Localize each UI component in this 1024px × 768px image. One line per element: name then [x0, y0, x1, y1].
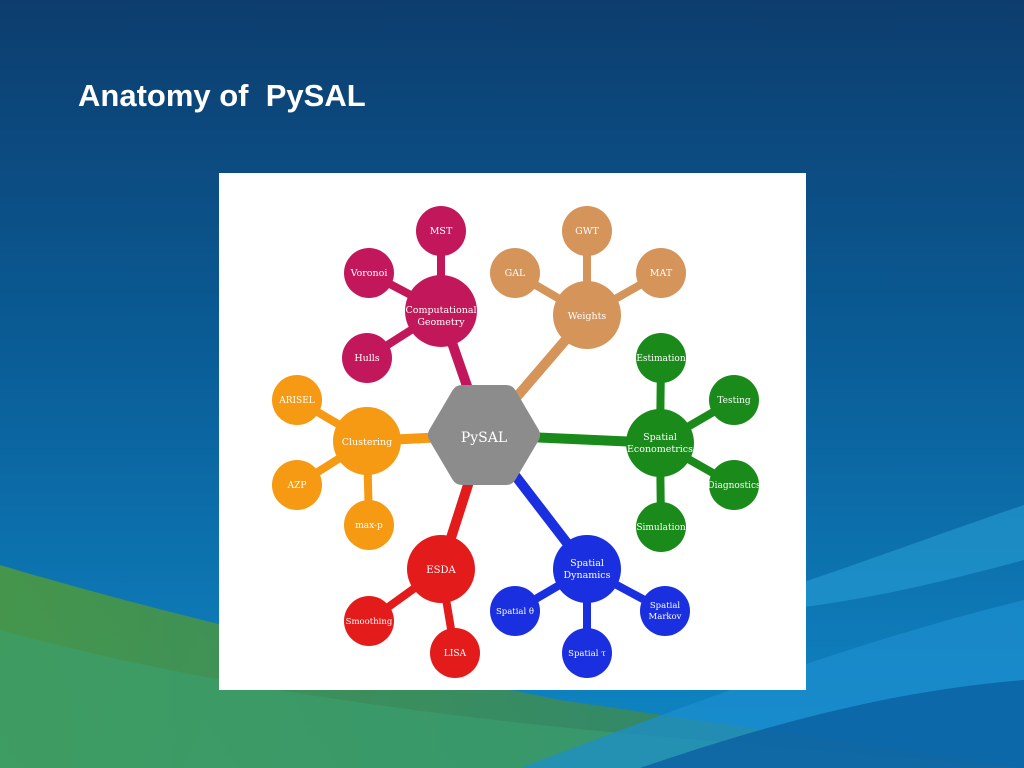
node-mat: MAT — [636, 248, 686, 298]
node-clustering-label: Clustering — [342, 437, 393, 448]
node-simulation-label: Simulation — [636, 523, 686, 533]
node-gwt-label: GWT — [575, 226, 599, 237]
node-computational-geometry-label-line2: Geometry — [417, 317, 465, 328]
node-weights: Weights — [553, 281, 621, 349]
node-esda: ESDA — [407, 535, 475, 603]
node-hulls-label: Hulls — [354, 353, 379, 364]
node-azp-label: AZP — [287, 481, 307, 491]
slide-title: Anatomy of PySAL — [78, 78, 366, 113]
node-mat-label: MAT — [650, 268, 673, 279]
node-spatial-theta-label: Spatial θ — [496, 607, 534, 617]
node-pysal: PySAL — [428, 385, 540, 485]
node-spatial-econometrics: Spatial Econometrics — [626, 409, 694, 477]
node-testing-label: Testing — [717, 396, 751, 406]
node-mst-label: MST — [430, 226, 453, 237]
node-clustering: Clustering — [333, 407, 401, 475]
node-smoothing: Smoothing — [344, 596, 394, 646]
node-esda-label: ESDA — [426, 565, 456, 576]
node-gal: GAL — [490, 248, 540, 298]
node-lisa-label: LISA — [444, 649, 467, 659]
node-spatial-dynamics-label-line1: Spatial — [570, 558, 604, 569]
node-spatial-markov-label-line2: Markov — [649, 612, 682, 622]
node-hulls: Hulls — [342, 333, 392, 383]
node-testing: Testing — [709, 375, 759, 425]
node-mst: MST — [416, 206, 466, 256]
node-lisa: LISA — [430, 628, 480, 678]
node-spatial-dynamics: Spatial Dynamics — [553, 535, 621, 603]
node-arisel-label: ARISEL — [278, 396, 315, 406]
node-spatial-econometrics-label-line1: Spatial — [643, 432, 677, 443]
node-spatial-dynamics-label-line2: Dynamics — [563, 570, 610, 581]
node-simulation: Simulation — [636, 502, 686, 552]
node-spatial-tau: Spatial τ — [562, 628, 612, 678]
node-spatial-theta: Spatial θ — [490, 586, 540, 636]
pysal-diagram: PySAL Computational Geometry MST Voronoi… — [219, 173, 806, 690]
node-smoothing-label: Smoothing — [346, 617, 393, 627]
node-arisel: ARISEL — [272, 375, 322, 425]
node-spatial-markov: Spatial Markov — [640, 586, 690, 636]
node-max-p-label: max-p — [355, 521, 383, 531]
node-gwt: GWT — [562, 206, 612, 256]
node-voronoi-label: Voronoi — [350, 268, 388, 279]
node-computational-geometry-label-line1: Computational — [405, 305, 476, 316]
node-estimation: Estimation — [636, 333, 686, 383]
node-spatial-tau-label: Spatial τ — [568, 649, 606, 659]
node-gal-label: GAL — [505, 268, 526, 279]
node-voronoi: Voronoi — [344, 248, 394, 298]
node-azp: AZP — [272, 460, 322, 510]
node-pysal-label: PySAL — [461, 430, 507, 446]
node-computational-geometry: Computational Geometry — [405, 275, 477, 347]
node-weights-label: Weights — [568, 311, 607, 322]
node-spatial-econometrics-label-line2: Econometrics — [627, 444, 693, 455]
node-max-p: max-p — [344, 500, 394, 550]
node-diagnostics-label: Diagnostics — [707, 481, 761, 491]
node-estimation-label: Estimation — [636, 354, 685, 364]
node-diagnostics: Diagnostics — [707, 460, 761, 510]
node-spatial-markov-label-line1: Spatial — [650, 601, 681, 611]
